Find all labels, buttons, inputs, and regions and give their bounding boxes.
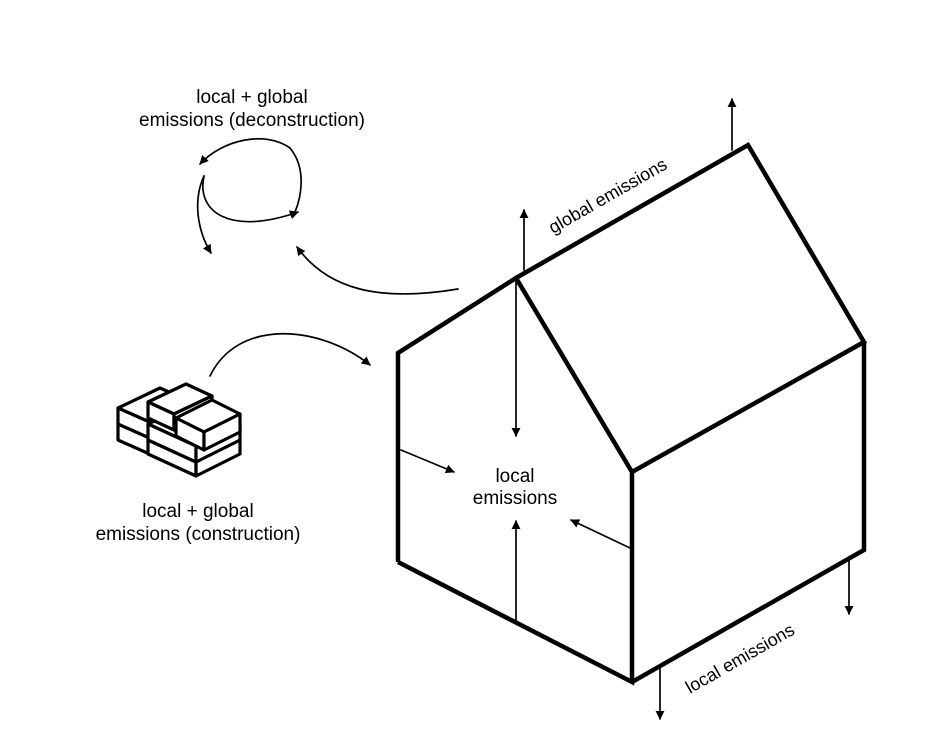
construction-label-line2: emissions (construction) — [96, 524, 301, 545]
deconstruction-label-line2: emissions (deconstruction) — [139, 110, 365, 131]
deconstruction-label-line1: local + global — [196, 87, 307, 108]
construction-label-line1: local + global — [142, 501, 253, 522]
house-roof — [514, 141, 868, 474]
base-local-emissions-label: local emissions — [682, 619, 798, 697]
right-wall-inward-arrow — [570, 519, 631, 549]
house-outline — [395, 141, 868, 686]
house-front-gable — [395, 274, 635, 686]
interior-label-line2: emissions — [473, 488, 557, 509]
house-side-wall — [630, 342, 867, 684]
recycle-cycle-icon — [196, 137, 302, 254]
construction-to-house-arrow — [209, 332, 371, 377]
interior-label-line1: local — [495, 466, 534, 487]
house-to-deconstruction-arrow — [296, 246, 459, 295]
brick-stack-icon — [116, 382, 242, 478]
left-wall-inward-arrow — [400, 449, 455, 474]
